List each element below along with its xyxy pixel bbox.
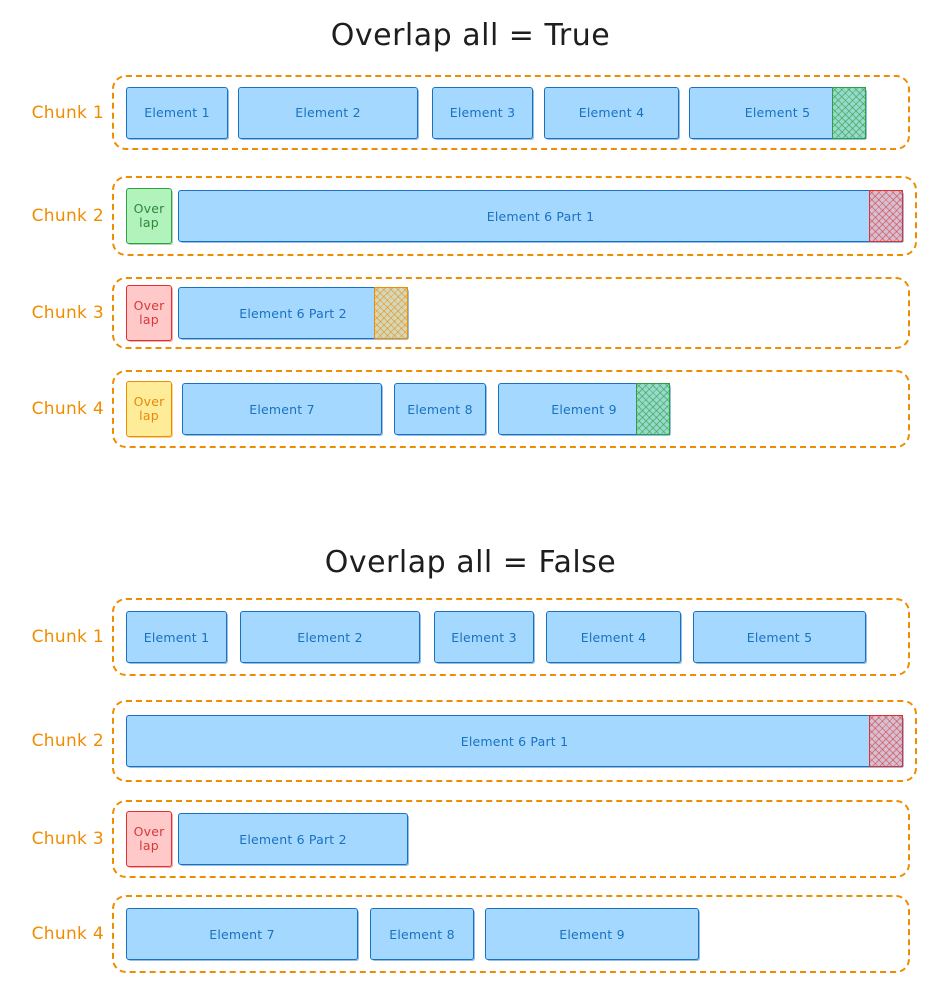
overlap-label-line2: lap bbox=[139, 312, 159, 327]
element-label: Element 5 bbox=[746, 629, 813, 645]
element-label: Element 6 Part 2 bbox=[239, 831, 347, 847]
element-box: Element 6 Part 2 bbox=[178, 287, 408, 339]
element-label: Element 7 bbox=[249, 401, 315, 417]
chunk-label: Chunk 1 bbox=[31, 102, 104, 123]
overlap-hatch-red bbox=[869, 190, 903, 242]
element-label: Element 9 bbox=[559, 926, 625, 942]
overlap-label-line2: lap bbox=[139, 838, 159, 853]
overlap-label-line1: Over bbox=[133, 393, 165, 409]
element-track: Element 7 Element 8 Element 9 bbox=[126, 897, 896, 971]
chunk-row: Chunk 2 Element 6 Part 1 bbox=[0, 700, 941, 782]
element-box: Element 7 bbox=[182, 383, 382, 435]
overlap-label-line2: lap bbox=[139, 215, 159, 230]
element-box: Element 5 bbox=[693, 611, 866, 663]
overlap-label-line1: Over bbox=[133, 823, 165, 839]
overlap-hatch-green bbox=[832, 86, 866, 139]
element-label: Element 1 bbox=[143, 629, 210, 645]
overlap-label-line1: Over bbox=[133, 297, 165, 313]
overlap-hatch-green bbox=[636, 383, 670, 435]
section-title: Overlap all = True bbox=[330, 18, 611, 53]
element-label: Element 3 bbox=[449, 105, 516, 120]
element-box: Element 9 bbox=[485, 908, 699, 960]
element-box: Element 3 bbox=[434, 611, 534, 663]
element-box: Element 1 bbox=[126, 611, 227, 663]
element-box: Element 4 bbox=[546, 611, 681, 663]
element-track: Element 6 Part 1 bbox=[126, 702, 903, 780]
element-label: Element 6 Part 2 bbox=[239, 305, 347, 321]
element-box: Element 3 bbox=[432, 86, 533, 139]
chunk-label: Chunk 2 bbox=[31, 731, 104, 751]
chunk-container: Element 6 Part 1 bbox=[112, 700, 917, 782]
chunk-label: Chunk 4 bbox=[31, 924, 104, 944]
overlap-hatch-orange bbox=[374, 287, 408, 339]
element-label: Element 7 bbox=[209, 926, 275, 942]
element-label: Element 4 bbox=[580, 629, 647, 645]
chunk-label: Chunk 3 bbox=[31, 303, 104, 323]
element-box: Element 1 bbox=[126, 86, 228, 139]
element-box: Element 8 bbox=[394, 383, 486, 435]
element-box: Element 6 Part 1 bbox=[126, 715, 903, 767]
chunk-label: Chunk 4 bbox=[31, 399, 104, 419]
chunk-label: Chunk 2 bbox=[31, 206, 104, 226]
element-box: Element 9 bbox=[498, 383, 670, 435]
overlap-label-line2: lap bbox=[139, 408, 159, 423]
element-label: Element 5 bbox=[744, 105, 811, 120]
element-label: Element 8 bbox=[389, 926, 455, 942]
element-label: Element 4 bbox=[578, 105, 645, 120]
chunk-label: Chunk 1 bbox=[31, 627, 104, 647]
chunk-container: Element 7 Element 8 Element 9 bbox=[112, 895, 910, 973]
element-label: Element 6 Part 1 bbox=[460, 733, 569, 749]
element-label: Element 2 bbox=[297, 629, 363, 645]
element-box: Element 4 bbox=[544, 86, 679, 139]
element-label: Element 1 bbox=[144, 105, 210, 120]
element-box: Element 7 bbox=[126, 908, 358, 960]
element-label: Element 2 bbox=[295, 105, 361, 120]
section-title: Overlap all = False bbox=[324, 545, 617, 580]
element-box: Element 2 bbox=[240, 611, 420, 663]
overlap-hatch-red bbox=[869, 715, 903, 767]
element-box: Element 6 Part 2 bbox=[178, 813, 408, 865]
element-box: Element 2 bbox=[238, 86, 418, 139]
element-track: Element 1 Element 2 Element 3 Element 4 Elem… bbox=[126, 600, 896, 674]
overlap-label-line1: Over bbox=[133, 200, 165, 216]
element-box: Element 6 Part 1 bbox=[178, 190, 903, 242]
element-box: Element 5 bbox=[689, 86, 866, 139]
element-track: Element 1 Element 2 Element 3 Element 4 Elem… bbox=[126, 77, 896, 148]
chunk-container: Element 1 Element 2 Element 3 Element 4 Elem… bbox=[112, 75, 910, 150]
chunk-container: Element 1 Element 2 Element 3 Element 4 Elem… bbox=[112, 598, 910, 676]
element-label: Element 3 bbox=[451, 629, 517, 645]
element-label: Element 8 bbox=[407, 401, 473, 417]
element-box: Element 8 bbox=[370, 908, 474, 960]
element-label: Element 6 Part 1 bbox=[486, 208, 595, 224]
chunk-row: Chunk 4 Element 7 Element 8 Element 9 bbox=[0, 895, 941, 973]
chunk-label: Chunk 3 bbox=[31, 829, 104, 849]
element-label: Element 9 bbox=[551, 401, 617, 417]
